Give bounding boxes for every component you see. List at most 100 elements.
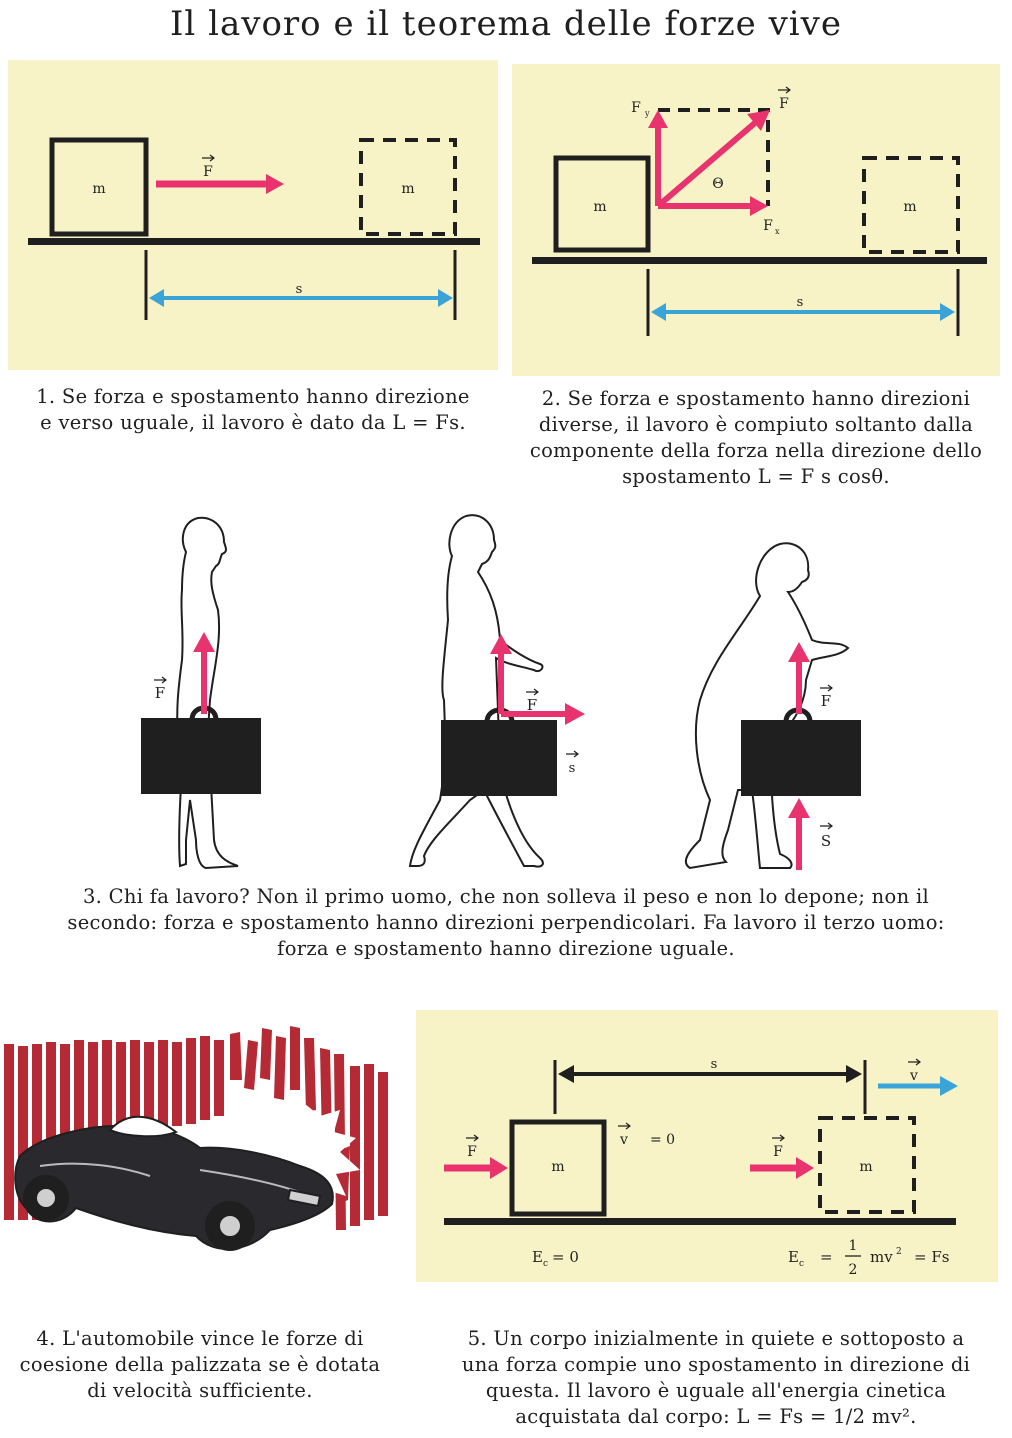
displacement-arrowhead-left [651,303,666,321]
displacement-arrowhead-right [846,1065,862,1083]
figure-5-panel: s v m m F F v = 0 E c = 0 E c = 1 2 mv 2… [416,1010,998,1282]
force-label: F [779,96,789,112]
displacement-label: S [821,832,831,850]
mv-superscript: 2 [896,1247,902,1257]
mass-block-moved [359,138,457,236]
caption-4-line: 4. L'automobile vince le forze di [36,1327,364,1350]
displacement-arrowhead [788,798,810,818]
mv-term: mv [870,1248,893,1266]
figure-2-panel: m m F F y F x Θ s [512,64,1000,376]
displacement-label: s [711,1057,718,1072]
mass-block-moved [862,156,960,254]
displacement-vector-mark [566,750,579,758]
figure-1-panel: m m F s [8,60,498,370]
caption-3-line: secondo: forza e spostamento hanno direz… [67,911,945,934]
mass-block [553,155,651,253]
force-arrowhead [788,642,810,662]
displacement-arrowhead-left [558,1065,574,1083]
component-box [658,108,770,206]
caption-2-line: componente della forza nella direzione d… [529,439,983,462]
caption-5-line: acquistata dal corpo: L = Fs = 1/2 mv². [515,1405,917,1428]
displacement-label: s [797,295,804,310]
caption-2-line: 2. Se forza e spostamento hanno direzion… [541,387,971,410]
caption-1: 1. Se forza e spostamento hanno direzion… [6,384,500,436]
force-label: F [467,1144,477,1160]
ground-line [532,257,987,264]
force-y-label: F [631,100,641,116]
man-bending [684,542,850,870]
caption-1-line: 1. Se forza e spostamento hanno direzion… [36,385,470,408]
fs-term: = Fs [914,1248,949,1266]
force-label: F [821,692,831,710]
kinetic-energy-start-value: = 0 [552,1248,579,1266]
fraction-denominator: 2 [849,1262,858,1278]
force-arrowhead [490,1157,508,1179]
kinetic-energy-end-subscript: c [799,1259,804,1269]
figure-3-illustration: F F s F S [141,514,861,870]
ground-line [444,1218,956,1225]
force-vector-mark [466,1134,479,1142]
briefcase [141,718,261,794]
ground-line [28,238,480,245]
caption-3-line: 3. Chi fa lavoro? Non il primo uomo, che… [82,885,930,908]
displacement-arrowhead [565,703,585,725]
force-arrowhead [747,110,770,131]
man-walking [408,514,544,868]
kinetic-energy-start-subscript: c [543,1259,548,1269]
force-arrowhead-moved [796,1157,814,1179]
force-x-arrowhead [750,196,768,216]
force-label: F [155,684,165,702]
briefcase [441,720,557,796]
force-vector-mark-moved [772,1134,785,1142]
man-standing [176,516,239,870]
mass-block [49,137,149,237]
velocity-label-start: v [619,1132,628,1148]
mass-label: m [92,181,105,197]
caption-5-line: questa. Il lavoro è uguale all'energia c… [485,1379,947,1402]
caption-2-line: spostamento L = F s cosθ. [622,465,890,488]
kinetic-energy-start: E [532,1248,543,1266]
briefcase [741,720,861,796]
force-arrow [656,119,758,209]
force-label-moved: F [773,1144,783,1160]
caption-3-line: forza e spostamento hanno direzione ugua… [277,937,735,960]
velocity-label: v [909,1068,918,1084]
mass-label: m [551,1159,564,1175]
displacement-arrowhead-left [149,289,164,307]
force-label: F [203,164,213,180]
caption-5-line: 5. Un corpo inizialmente in quiete e sot… [467,1327,965,1350]
angle-label: Θ [712,176,723,192]
figure-1-diagram: m m F s [28,137,480,320]
caption-1-line: e verso uguale, il lavoro è dato da L = … [40,411,466,434]
force-y-arrowhead [648,110,668,128]
force-vector-mark [820,684,833,692]
caption-4-line: di velocità sufficiente. [87,1379,313,1402]
velocity-vector-mark [908,1058,921,1066]
displacement-label: s [296,282,303,297]
displacement-label: s [569,761,576,776]
force-vector-mark [154,676,167,684]
caption-5: 5. Un corpo inizialmente in quiete e sot… [432,1326,1000,1430]
figure-4-illustration [4,1026,388,1251]
caption-4: 4. L'automobile vince le forze di coesio… [0,1326,400,1404]
caption-3: 3. Chi fa lavoro? Non il primo uomo, che… [0,884,1012,962]
equals-sign: = [820,1248,833,1266]
mass-block-moved [818,1116,916,1214]
displacement-arrowhead-right [940,303,955,321]
velocity-vector-mark-start [618,1122,631,1130]
fraction-numerator: 1 [849,1238,858,1254]
page-title: Il lavoro e il teorema delle forze vive [169,4,843,44]
mass-label-moved: m [859,1159,872,1175]
force-label: F [527,696,537,714]
velocity-arrowhead [940,1076,958,1096]
force-x-subscript: x [775,227,780,236]
car [14,1115,334,1251]
figure-5-diagram: s v m m F F v = 0 E c = 0 E c = 1 2 mv 2… [444,1057,958,1278]
force-arrowhead [266,174,284,194]
displacement-arrowhead-right [438,289,453,307]
force-arrowhead [193,632,215,652]
force-arrowhead [490,634,512,654]
force-y-subscript: y [644,109,650,118]
caption-5-line: una forza compie uno spostamento in dire… [461,1353,971,1376]
force-vector-mark [202,154,215,162]
